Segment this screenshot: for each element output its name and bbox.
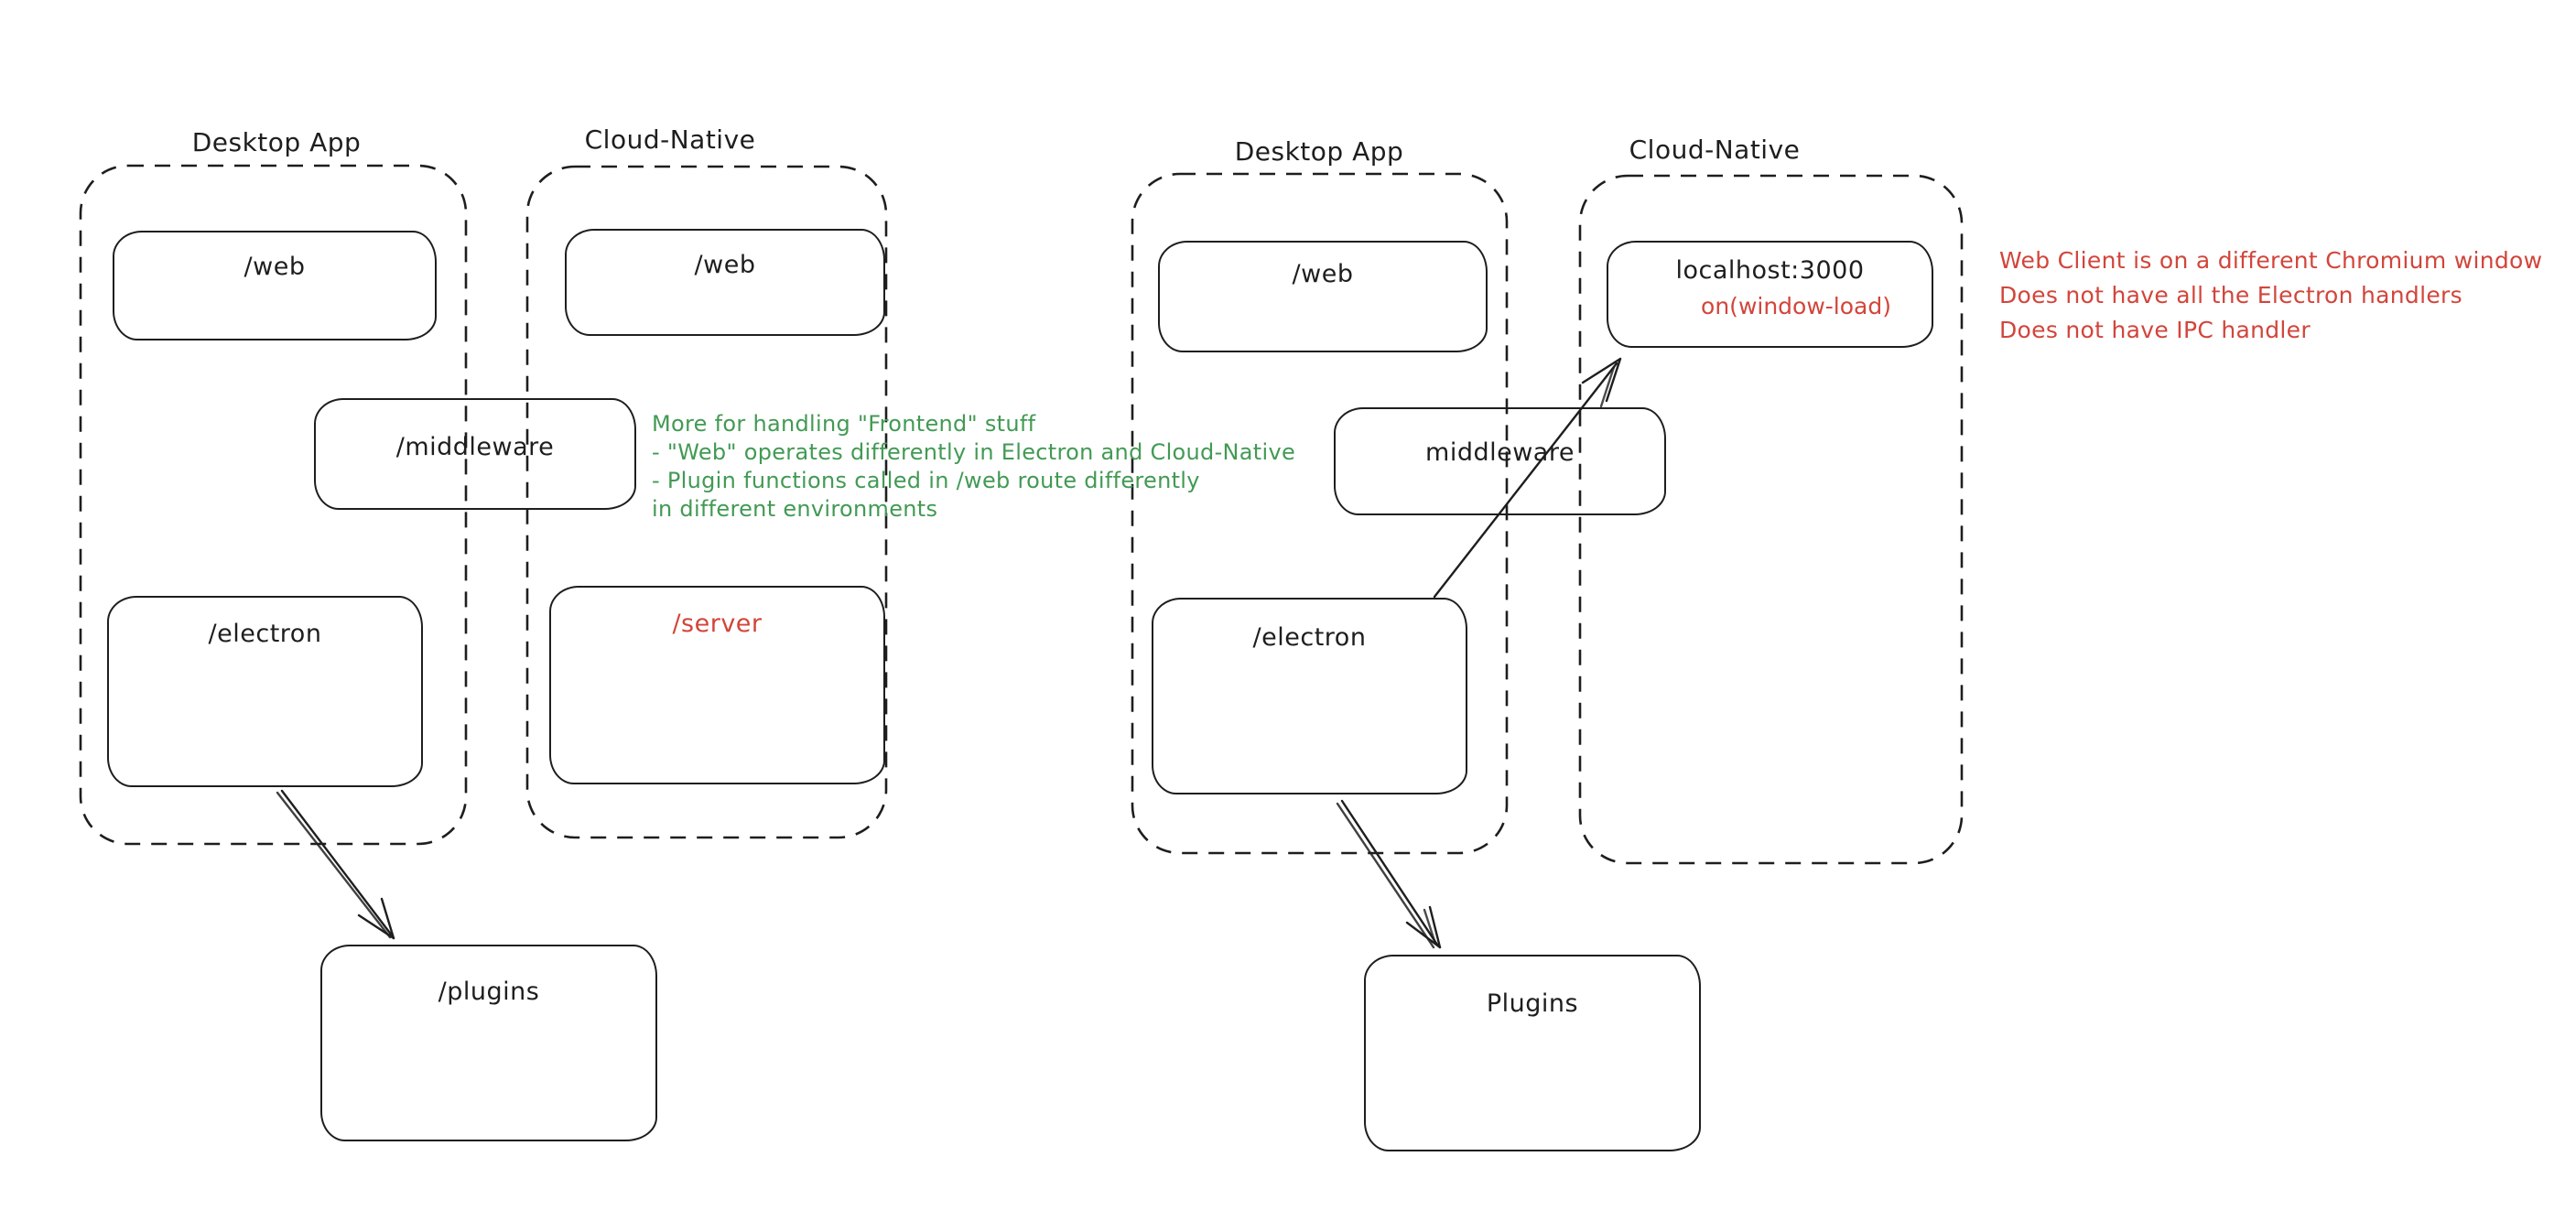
left-cloud-title: Cloud-Native — [584, 124, 756, 155]
red-note-line: Web Client is on a different Chromium wi… — [1999, 247, 2543, 274]
green-note-line: - Plugin functions called in /web route … — [652, 468, 1200, 493]
left-server-box: /server — [549, 586, 885, 784]
left-middleware-box: /middleware — [314, 398, 636, 510]
right-localhost-label: localhost:3000 — [1675, 256, 1865, 285]
right-electron-box: /electron — [1152, 598, 1467, 794]
right-localhost-box: localhost:3000 on(window-load) — [1607, 241, 1933, 348]
arrow-right-electron-to-localhost — [1433, 357, 1622, 599]
left-web-cloud-label: /web — [694, 251, 756, 279]
green-note-line: More for handling "Frontend" stuff — [652, 411, 1036, 437]
green-note-line: in different environments — [652, 496, 938, 522]
right-middleware-label: middleware — [1425, 438, 1575, 467]
left-plugins-label: /plugins — [438, 978, 540, 1006]
right-web-box: /web — [1158, 241, 1488, 352]
left-web-desktop-box: /web — [113, 231, 437, 340]
left-desktop-title: Desktop App — [191, 127, 362, 157]
right-cloud-container — [1578, 174, 1964, 865]
right-electron-label: /electron — [1252, 623, 1367, 652]
right-web-label: /web — [1292, 260, 1354, 288]
left-web-cloud-box: /web — [565, 229, 885, 336]
left-middleware-label: /middleware — [395, 433, 555, 461]
green-note: More for handling "Frontend" stuff - "We… — [652, 410, 1295, 524]
red-note: Web Client is on a different Chromium wi… — [1999, 243, 2542, 348]
left-desktop-container — [79, 164, 468, 846]
right-plugins-label: Plugins — [1486, 989, 1579, 1018]
arrow-left-electron-to-plugins — [276, 789, 395, 940]
right-window-load-label: on(window-load) — [1701, 293, 1891, 319]
red-note-line: Does not have all the Electron handlers — [1999, 282, 2462, 308]
arrow-right-electron-to-plugins — [1336, 799, 1442, 949]
left-cloud-container — [525, 165, 888, 839]
left-web-desktop-label: /web — [244, 253, 306, 281]
left-electron-label: /electron — [208, 620, 322, 648]
right-desktop-title: Desktop App — [1234, 136, 1404, 167]
right-cloud-title: Cloud-Native — [1629, 135, 1801, 165]
red-note-line: Does not have IPC handler — [1999, 317, 2311, 343]
left-plugins-box: /plugins — [320, 945, 657, 1141]
left-server-label: /server — [672, 610, 763, 638]
right-middleware-box: middleware — [1334, 407, 1666, 515]
green-note-line: - "Web" operates differently in Electron… — [652, 439, 1296, 465]
right-plugins-box: Plugins — [1364, 955, 1701, 1151]
left-electron-box: /electron — [107, 596, 423, 787]
